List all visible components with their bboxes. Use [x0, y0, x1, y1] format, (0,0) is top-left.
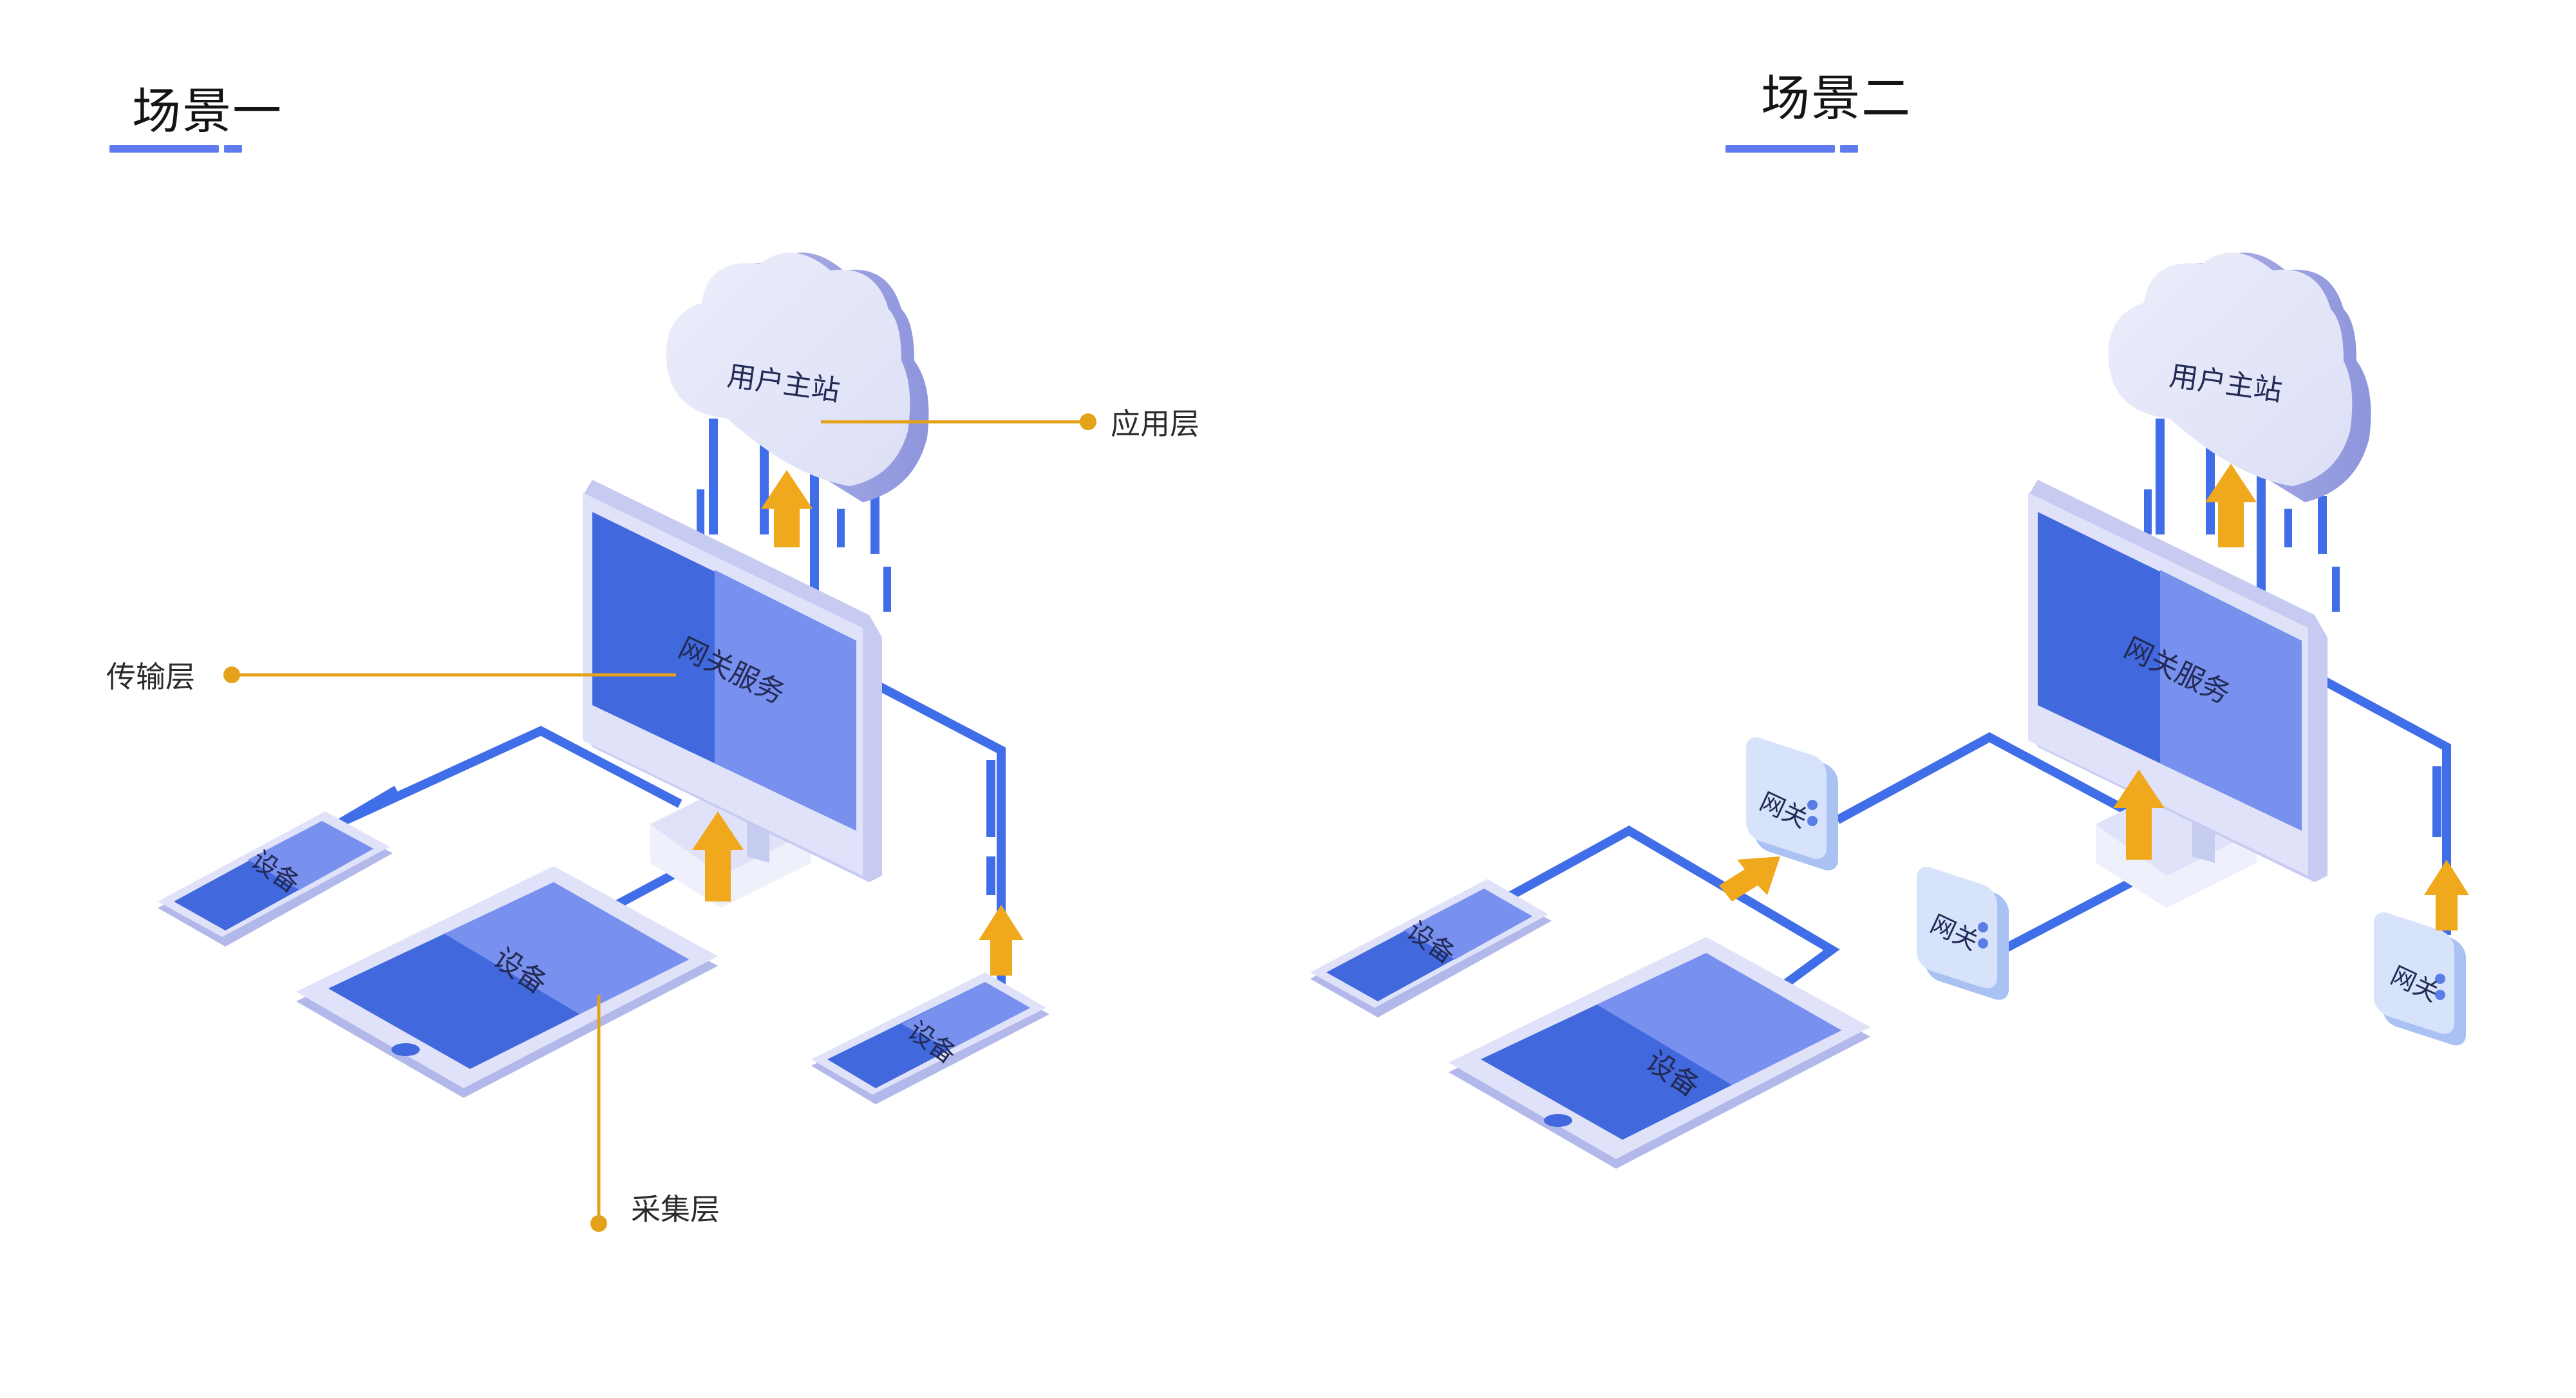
arrow-up-icon [2205, 464, 2257, 547]
arrow-up-icon [692, 811, 744, 902]
arrow-up-icon [761, 470, 813, 547]
title-underline [1725, 145, 1835, 153]
gateway-box-middle: 网关 [1917, 867, 2009, 1000]
leader-dots [223, 413, 1096, 1232]
application-layer-label: 应用层 [1111, 406, 1199, 441]
device-phone-left: 设备 [158, 811, 393, 947]
device-phone-right: 设备 [811, 972, 1049, 1104]
upload-arrows [1719, 464, 2469, 930]
device-tablet: 设备 [296, 866, 718, 1098]
arrow-up-right-icon [1719, 856, 1780, 902]
data-stream-bars [697, 419, 995, 895]
arrow-up-icon [2113, 770, 2165, 860]
upload-arrows [692, 470, 1024, 976]
title-underline-accent [1840, 145, 1858, 153]
monitor-gateway-service: 网关服务 [583, 480, 882, 908]
title-underline-accent [224, 145, 242, 153]
device-tablet: 设备 [1449, 937, 1870, 1169]
gateway-box-right: 网关 [2374, 912, 2466, 1046]
scene-two-title: 场景二 [1761, 70, 1912, 127]
title-underline [109, 145, 219, 153]
arrow-up-icon [2424, 860, 2469, 930]
scene-two: 用户主站 网关服务 网关 [1310, 252, 2469, 1169]
cloud-user-station: 用户主站 [2108, 252, 2371, 502]
data-stream-bars [2144, 419, 2441, 837]
layer-leaders [232, 420, 1088, 1223]
gateway-box-top: 网关 [1746, 737, 1838, 871]
transport-layer-label: 传输层 [106, 659, 195, 694]
arrow-up-icon [979, 905, 1024, 976]
cloud-user-station: 用户主站 [666, 252, 929, 502]
scene-one-title: 场景一 [132, 82, 283, 140]
scene-one: 用户主站 网关服务 设备 [158, 252, 1096, 1232]
collection-layer-label: 采集层 [631, 1192, 720, 1227]
monitor-gateway-service: 网关服务 [2028, 480, 2327, 908]
device-phone: 设备 [1310, 879, 1552, 1017]
